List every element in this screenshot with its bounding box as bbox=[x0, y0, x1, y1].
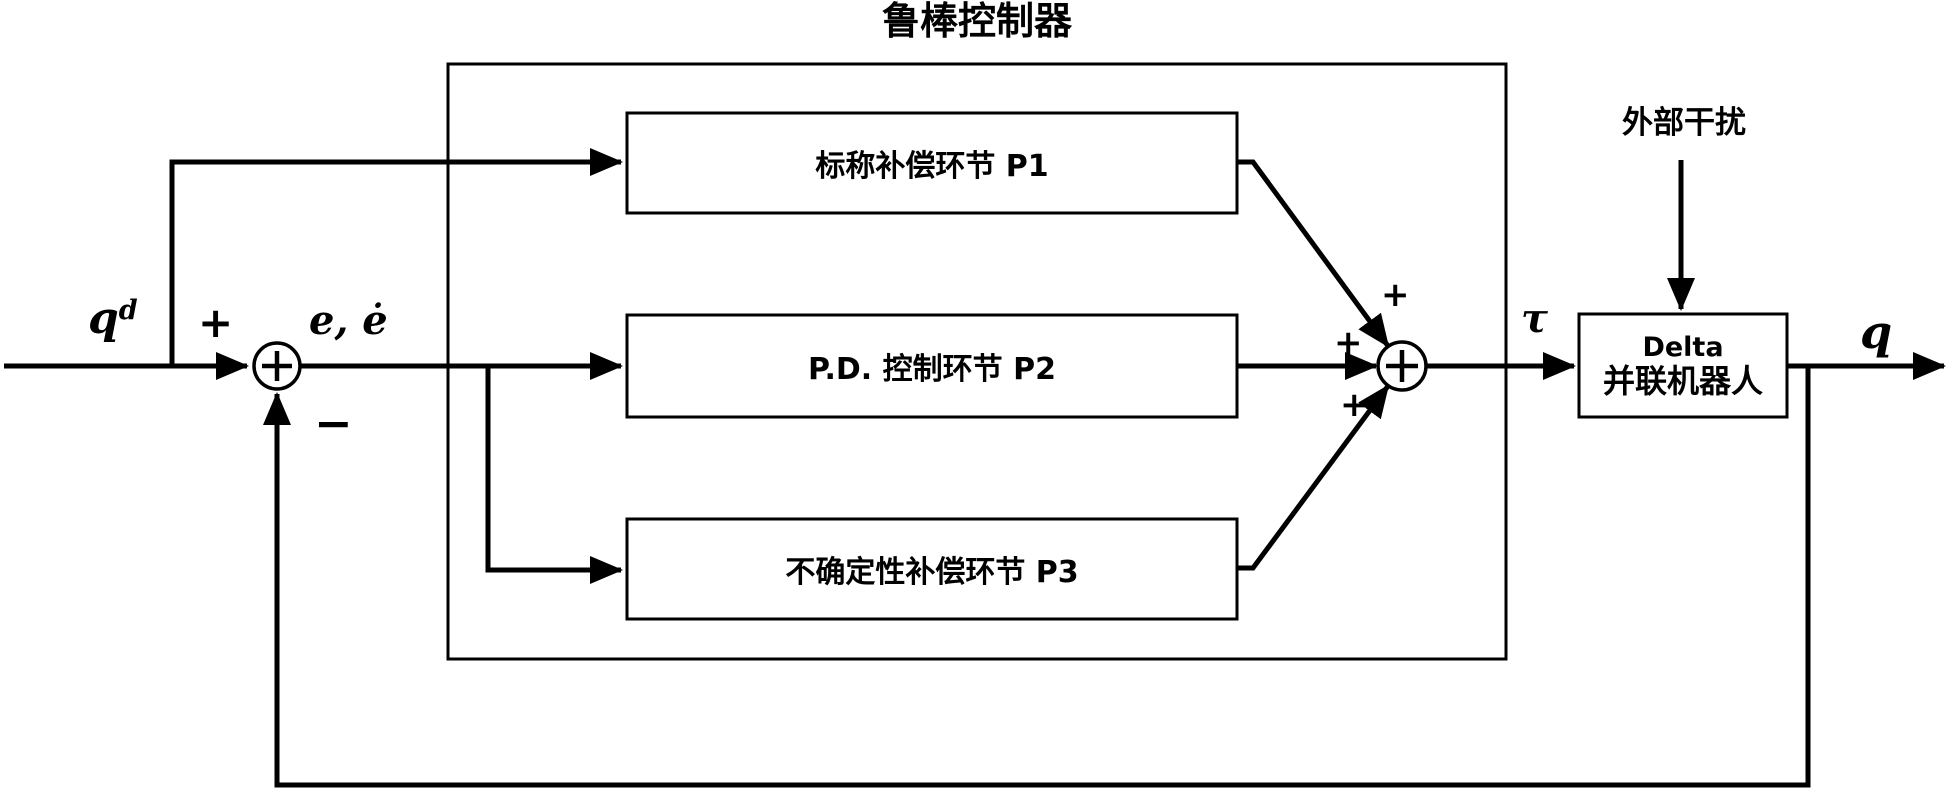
input-signal-label: qd bbox=[88, 297, 138, 341]
sum-junction-2 bbox=[1376, 340, 1428, 392]
sum-junction-1-plus-icon bbox=[262, 351, 292, 381]
error-signal-label: e, ė bbox=[309, 297, 388, 344]
feedback-arrow bbox=[263, 366, 1811, 788]
input-signal-superscript: d bbox=[118, 295, 138, 326]
controller-boundary-box bbox=[446, 62, 1508, 661]
sum1-plus-sign: + bbox=[198, 298, 234, 347]
plant-block-label: Delta 并联机器人 bbox=[1579, 314, 1787, 417]
disturbance-label: 外部干扰 bbox=[1622, 105, 1746, 141]
sum2-plus-top-sign: + bbox=[1381, 275, 1410, 315]
plant-block-box bbox=[1577, 312, 1789, 419]
sum1-minus-sign: − bbox=[314, 396, 353, 450]
controller-title: 鲁棒控制器 bbox=[881, 0, 1072, 43]
p2-block-box bbox=[625, 313, 1239, 419]
p1-block-label: 标称补偿环节 P1 bbox=[815, 149, 1049, 184]
sum2-plus-left-sign: + bbox=[1334, 323, 1363, 363]
p1-output-arrow bbox=[1237, 159, 1391, 348]
p2-block-label: P.D. 控制环节 P2 bbox=[808, 352, 1056, 387]
sum-junction-2-plus-icon bbox=[1386, 350, 1418, 382]
sum-junction-1 bbox=[252, 341, 302, 391]
torque-signal-label: τ bbox=[1521, 295, 1548, 342]
plant-name-line1: Delta bbox=[1642, 331, 1724, 363]
input-signal-base: q bbox=[88, 293, 119, 344]
branch-to-p3-arrow bbox=[485, 366, 623, 584]
sum2-plus-bottom-sign: + bbox=[1340, 385, 1369, 425]
plant-name-line2: 并联机器人 bbox=[1602, 361, 1763, 400]
output-signal-label: q bbox=[1860, 305, 1893, 359]
p1-block-box bbox=[625, 111, 1239, 215]
p3-output-arrow bbox=[1237, 384, 1391, 571]
branch-to-p1-arrow bbox=[169, 148, 623, 368]
p3-block-label: 不确定性补偿环节 P3 bbox=[785, 555, 1079, 590]
